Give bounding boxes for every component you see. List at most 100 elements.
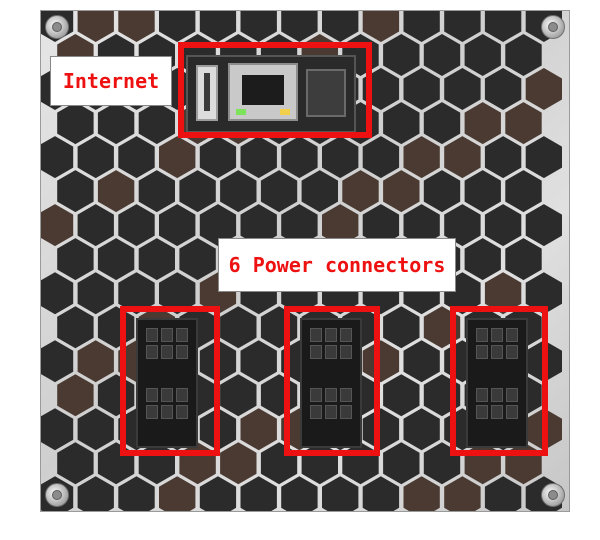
vent-hole: [77, 136, 114, 179]
vent-hole: [220, 442, 257, 485]
link-led: [236, 109, 246, 115]
vent-hole: [322, 204, 359, 247]
vent-hole: [444, 204, 481, 247]
vent-hole: [41, 204, 74, 247]
vent-hole: [77, 272, 114, 315]
vent-hole: [342, 170, 379, 213]
vent-hole: [383, 306, 420, 349]
vent-hole: [444, 68, 481, 110]
vent-hole: [118, 272, 155, 315]
vent-hole: [220, 306, 257, 349]
vent-hole: [118, 11, 155, 42]
vent-hole: [281, 204, 318, 247]
vent-hole: [281, 476, 318, 511]
vent-hole: [362, 408, 400, 451]
vent-hole: [199, 476, 237, 511]
vent-hole: [138, 238, 175, 281]
vent-hole: [403, 476, 440, 511]
vent-hole: [444, 476, 481, 511]
vent-hole: [505, 238, 542, 281]
vent-hole: [362, 204, 400, 247]
vent-hole: [423, 34, 461, 76]
vent-hole: [505, 34, 542, 76]
vent-hole: [159, 136, 196, 179]
internet-highlight-box: [178, 42, 372, 138]
screw-icon: [45, 15, 69, 39]
vent-hole: [322, 11, 359, 42]
vent-hole: [403, 11, 440, 42]
ethernet-port-icon: [228, 63, 298, 121]
vent-hole: [77, 11, 114, 42]
power-highlight-box-left: [120, 306, 220, 456]
vent-hole: [322, 136, 359, 179]
vent-hole: [383, 170, 420, 213]
io-port-plate: [186, 55, 356, 133]
vent-hole: [57, 442, 94, 485]
vent-hole: [362, 476, 400, 511]
pin-block-top: [476, 328, 518, 359]
ethernet-socket: [242, 75, 284, 105]
vent-hole: [77, 476, 114, 511]
vent-hole: [57, 374, 94, 417]
vent-hole: [403, 68, 440, 110]
vent-hole: [240, 204, 277, 247]
vent-hole: [57, 102, 94, 145]
vent-hole: [179, 238, 216, 281]
vent-hole: [199, 136, 237, 179]
vent-hole: [57, 170, 94, 213]
power-highlight-box-right: [450, 306, 548, 456]
vent-hole: [41, 272, 74, 315]
vent-hole: [199, 11, 237, 42]
vent-hole: [403, 204, 440, 247]
vent-hole: [362, 340, 400, 383]
vent-hole: [220, 374, 257, 417]
vent-hole: [383, 102, 420, 145]
vent-hole: [138, 102, 175, 145]
vent-hole: [138, 170, 175, 213]
vent-hole: [464, 238, 501, 281]
vent-hole: [220, 170, 257, 213]
vent-hole: [97, 170, 135, 213]
vent-hole: [118, 476, 155, 511]
vent-hole: [383, 442, 420, 485]
vent-hole: [97, 238, 135, 281]
vent-hole: [159, 204, 196, 247]
vent-hole: [301, 170, 338, 213]
vent-hole: [199, 204, 237, 247]
vent-hole: [525, 272, 562, 315]
vent-hole: [505, 102, 542, 145]
screw-icon: [541, 15, 565, 39]
pin-block-bottom: [476, 388, 518, 419]
vent-hole: [484, 11, 522, 42]
vent-hole: [281, 11, 318, 42]
vent-hole: [240, 136, 277, 179]
vent-hole: [464, 102, 501, 145]
vent-hole: [41, 408, 74, 451]
power-connector-right: [466, 318, 528, 448]
pin-block-top: [146, 328, 188, 359]
vent-hole: [464, 34, 501, 76]
vent-hole: [403, 340, 440, 383]
vent-hole: [41, 136, 74, 179]
vent-hole: [383, 34, 420, 76]
vent-hole: [240, 408, 277, 451]
vent-hole: [41, 340, 74, 383]
vent-hole: [525, 204, 562, 247]
vent-hole: [362, 136, 400, 179]
vent-hole: [403, 408, 440, 451]
vent-hole: [77, 204, 114, 247]
internet-label: Internet: [50, 56, 172, 106]
vent-hole: [423, 170, 461, 213]
screw-icon: [45, 483, 69, 507]
vent-hole: [484, 68, 522, 110]
vent-hole: [403, 136, 440, 179]
pin-block-bottom: [146, 388, 188, 419]
vent-hole: [505, 170, 542, 213]
aux-port: [306, 69, 346, 117]
vent-hole: [525, 136, 562, 179]
vent-hole: [118, 204, 155, 247]
vent-hole: [444, 136, 481, 179]
vent-hole: [444, 11, 481, 42]
power-connector-left: [136, 318, 198, 448]
vent-hole: [77, 408, 114, 451]
